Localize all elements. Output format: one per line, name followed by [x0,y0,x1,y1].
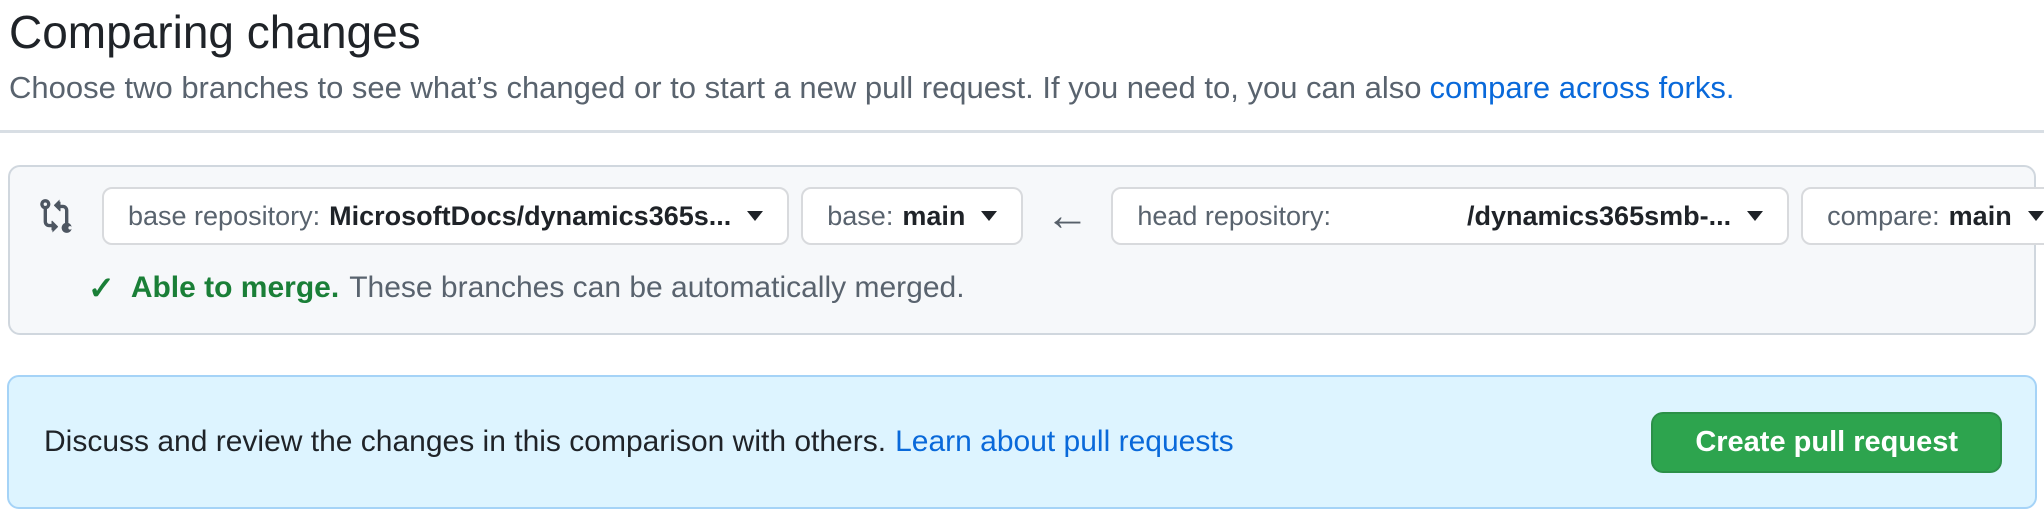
header-divider [0,130,2044,134]
head-repository-label: head repository: [1137,200,1331,231]
base-repository-label: base repository: [128,200,321,231]
merge-status-description: These branches can be automatically merg… [349,271,965,305]
compare-branch-dropdown[interactable]: compare: main [1801,187,2044,246]
base-repository-dropdown[interactable]: base repository: MicrosoftDocs/dynamics36… [102,187,790,246]
base-branch-label: base: [827,200,894,231]
subtitle-text: Choose two branches to see what’s change… [9,69,1422,105]
chevron-down-icon [1747,211,1764,222]
head-repository-dropdown[interactable]: head repository: /dynamics365smb-... [1111,187,1790,246]
chevron-down-icon [981,211,998,222]
page-subtitle: Choose two branches to see what’s change… [9,69,2035,106]
branch-selector-row: base repository: MicrosoftDocs/dynamics36… [38,187,2044,246]
learn-about-pull-requests-link[interactable]: Learn about pull requests [895,425,1234,459]
chevron-down-icon [747,211,764,222]
chevron-down-icon [2027,211,2044,222]
banner-message: Discuss and review the changes in this c… [44,425,1234,459]
compare-branch-value: main [1948,200,2012,231]
head-repository-value: /dynamics365smb-... [1466,200,1732,231]
compare-across-forks-link[interactable]: compare across forks. [1429,69,1735,105]
branch-range-selector: base repository: MicrosoftDocs/dynamics36… [8,165,2044,336]
git-compare-icon [40,199,72,233]
compare-branch-label: compare: [1827,200,1940,231]
page-title: Comparing changes [9,6,421,58]
pull-request-banner: Discuss and review the changes in this c… [7,375,2037,509]
merge-status-row: ✓ Able to merge. These branches can be a… [38,269,2014,307]
page-header: Comparing changes Choose two branches to… [0,0,2044,106]
base-branch-dropdown[interactable]: base: main [801,187,1024,246]
banner-message-text: Discuss and review the changes in this c… [44,425,887,459]
merge-status-text: Able to merge. [130,271,340,305]
check-icon: ✓ [88,270,115,307]
base-branch-value: main [902,200,966,231]
create-pull-request-button[interactable]: Create pull request [1651,411,2002,473]
base-repository-value: MicrosoftDocs/dynamics365s... [329,200,732,231]
arrow-left-icon: ← [1045,191,1090,241]
